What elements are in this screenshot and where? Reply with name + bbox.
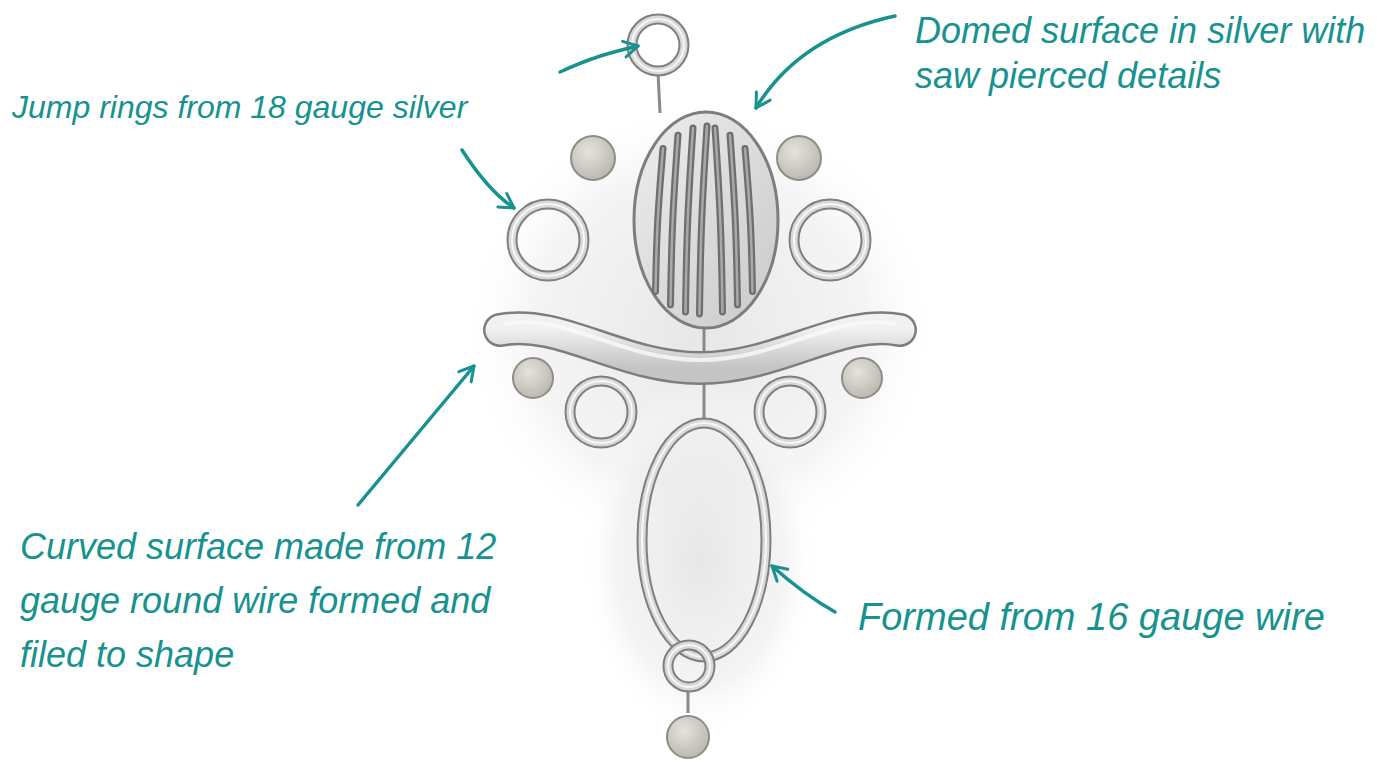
leader-arrow	[358, 366, 474, 505]
callout-label: Domed surface in silver with saw pierced…	[915, 8, 1370, 98]
leader-arrow	[772, 566, 835, 612]
jump-ring	[570, 381, 632, 443]
jump-ring	[668, 645, 710, 687]
jump-ring	[570, 381, 632, 443]
pierced-slot-inner	[686, 128, 694, 312]
pierced-slot	[700, 126, 708, 314]
jump-ring	[632, 19, 684, 71]
pierced-slot	[715, 128, 723, 312]
saw-pierced-slots	[656, 126, 753, 314]
pierced-slot	[745, 149, 753, 292]
callout-label: Jump rings from 18 gauge silver	[12, 88, 467, 126]
leader-arrow	[462, 150, 514, 208]
band-highlight	[505, 322, 895, 360]
jump-ring	[512, 204, 584, 276]
curved-band-outline	[500, 328, 900, 368]
jump-ring	[642, 423, 766, 657]
domed-oval	[634, 112, 778, 328]
jump-ring	[668, 645, 710, 687]
jump-ring	[642, 423, 766, 657]
jump-ring	[570, 381, 632, 443]
pierced-slot-inner	[715, 128, 723, 312]
jump-ring	[759, 381, 821, 443]
jump-ring	[642, 423, 766, 657]
pierced-slot-inner	[671, 135, 679, 305]
pierced-slot-inner	[656, 149, 664, 292]
pierced-slot	[686, 128, 694, 312]
jump-ring	[794, 204, 866, 276]
pierced-slot-inner	[700, 126, 708, 314]
jump-ring	[512, 204, 584, 276]
jump-ring	[668, 645, 710, 687]
jump-ring	[512, 204, 584, 276]
leader-arrow	[560, 46, 638, 72]
leader-arrow	[756, 16, 895, 108]
jump-ring	[632, 19, 684, 71]
pierced-slot	[656, 149, 664, 292]
pierced-slot	[730, 135, 738, 305]
callout-label: Curved surface made from 12 gauge round …	[20, 520, 540, 682]
pierced-slot-inner	[730, 135, 738, 305]
pierced-slot	[671, 135, 679, 305]
jump-ring	[632, 19, 684, 71]
curved-band	[500, 328, 900, 368]
callout-label: Formed from 16 gauge wire	[858, 595, 1325, 641]
jump-ring	[759, 381, 821, 443]
jump-ring	[759, 381, 821, 443]
jump-ring	[794, 204, 866, 276]
pierced-slot-inner	[745, 149, 753, 292]
jump-ring	[794, 204, 866, 276]
